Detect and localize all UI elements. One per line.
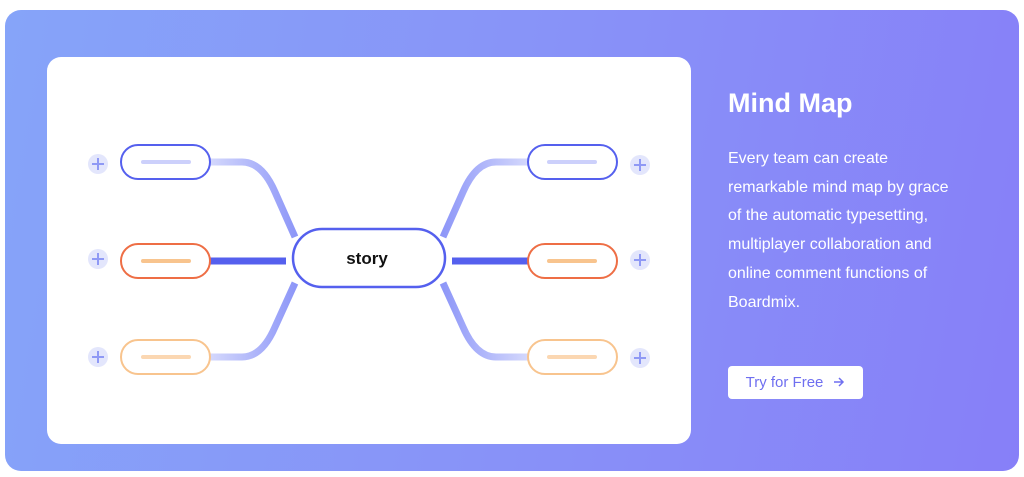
node-right-mid [527,243,618,279]
node-left-mid [120,243,211,279]
node-right-top [527,144,618,180]
link-right-top [439,158,528,239]
arrow-right-icon [833,374,845,391]
plus-icon[interactable] [630,250,650,270]
plus-icon[interactable] [88,249,108,269]
node-right-bottom [527,339,618,375]
center-node [291,227,447,289]
mindmap-diagram: story [88,144,650,375]
node-left-top [120,144,211,180]
feature-card: story [5,10,1019,471]
plus-icon[interactable] [88,154,108,174]
center-node-label: story [346,249,388,268]
try-for-free-button[interactable]: Try for Free [728,366,863,399]
link-left-top [210,158,299,239]
mindmap-preview: story [47,57,691,444]
node-left-bottom [120,339,211,375]
feature-description: Every team can create remarkable mind ma… [728,150,949,311]
link-right-bottom [439,281,528,361]
link-left-bottom [210,281,299,361]
plus-icon[interactable] [88,347,108,367]
feature-title: Mind Map [728,88,853,118]
plus-icon[interactable] [630,348,650,368]
try-for-free-label: Try for Free [745,374,824,391]
plus-icon[interactable] [630,155,650,175]
